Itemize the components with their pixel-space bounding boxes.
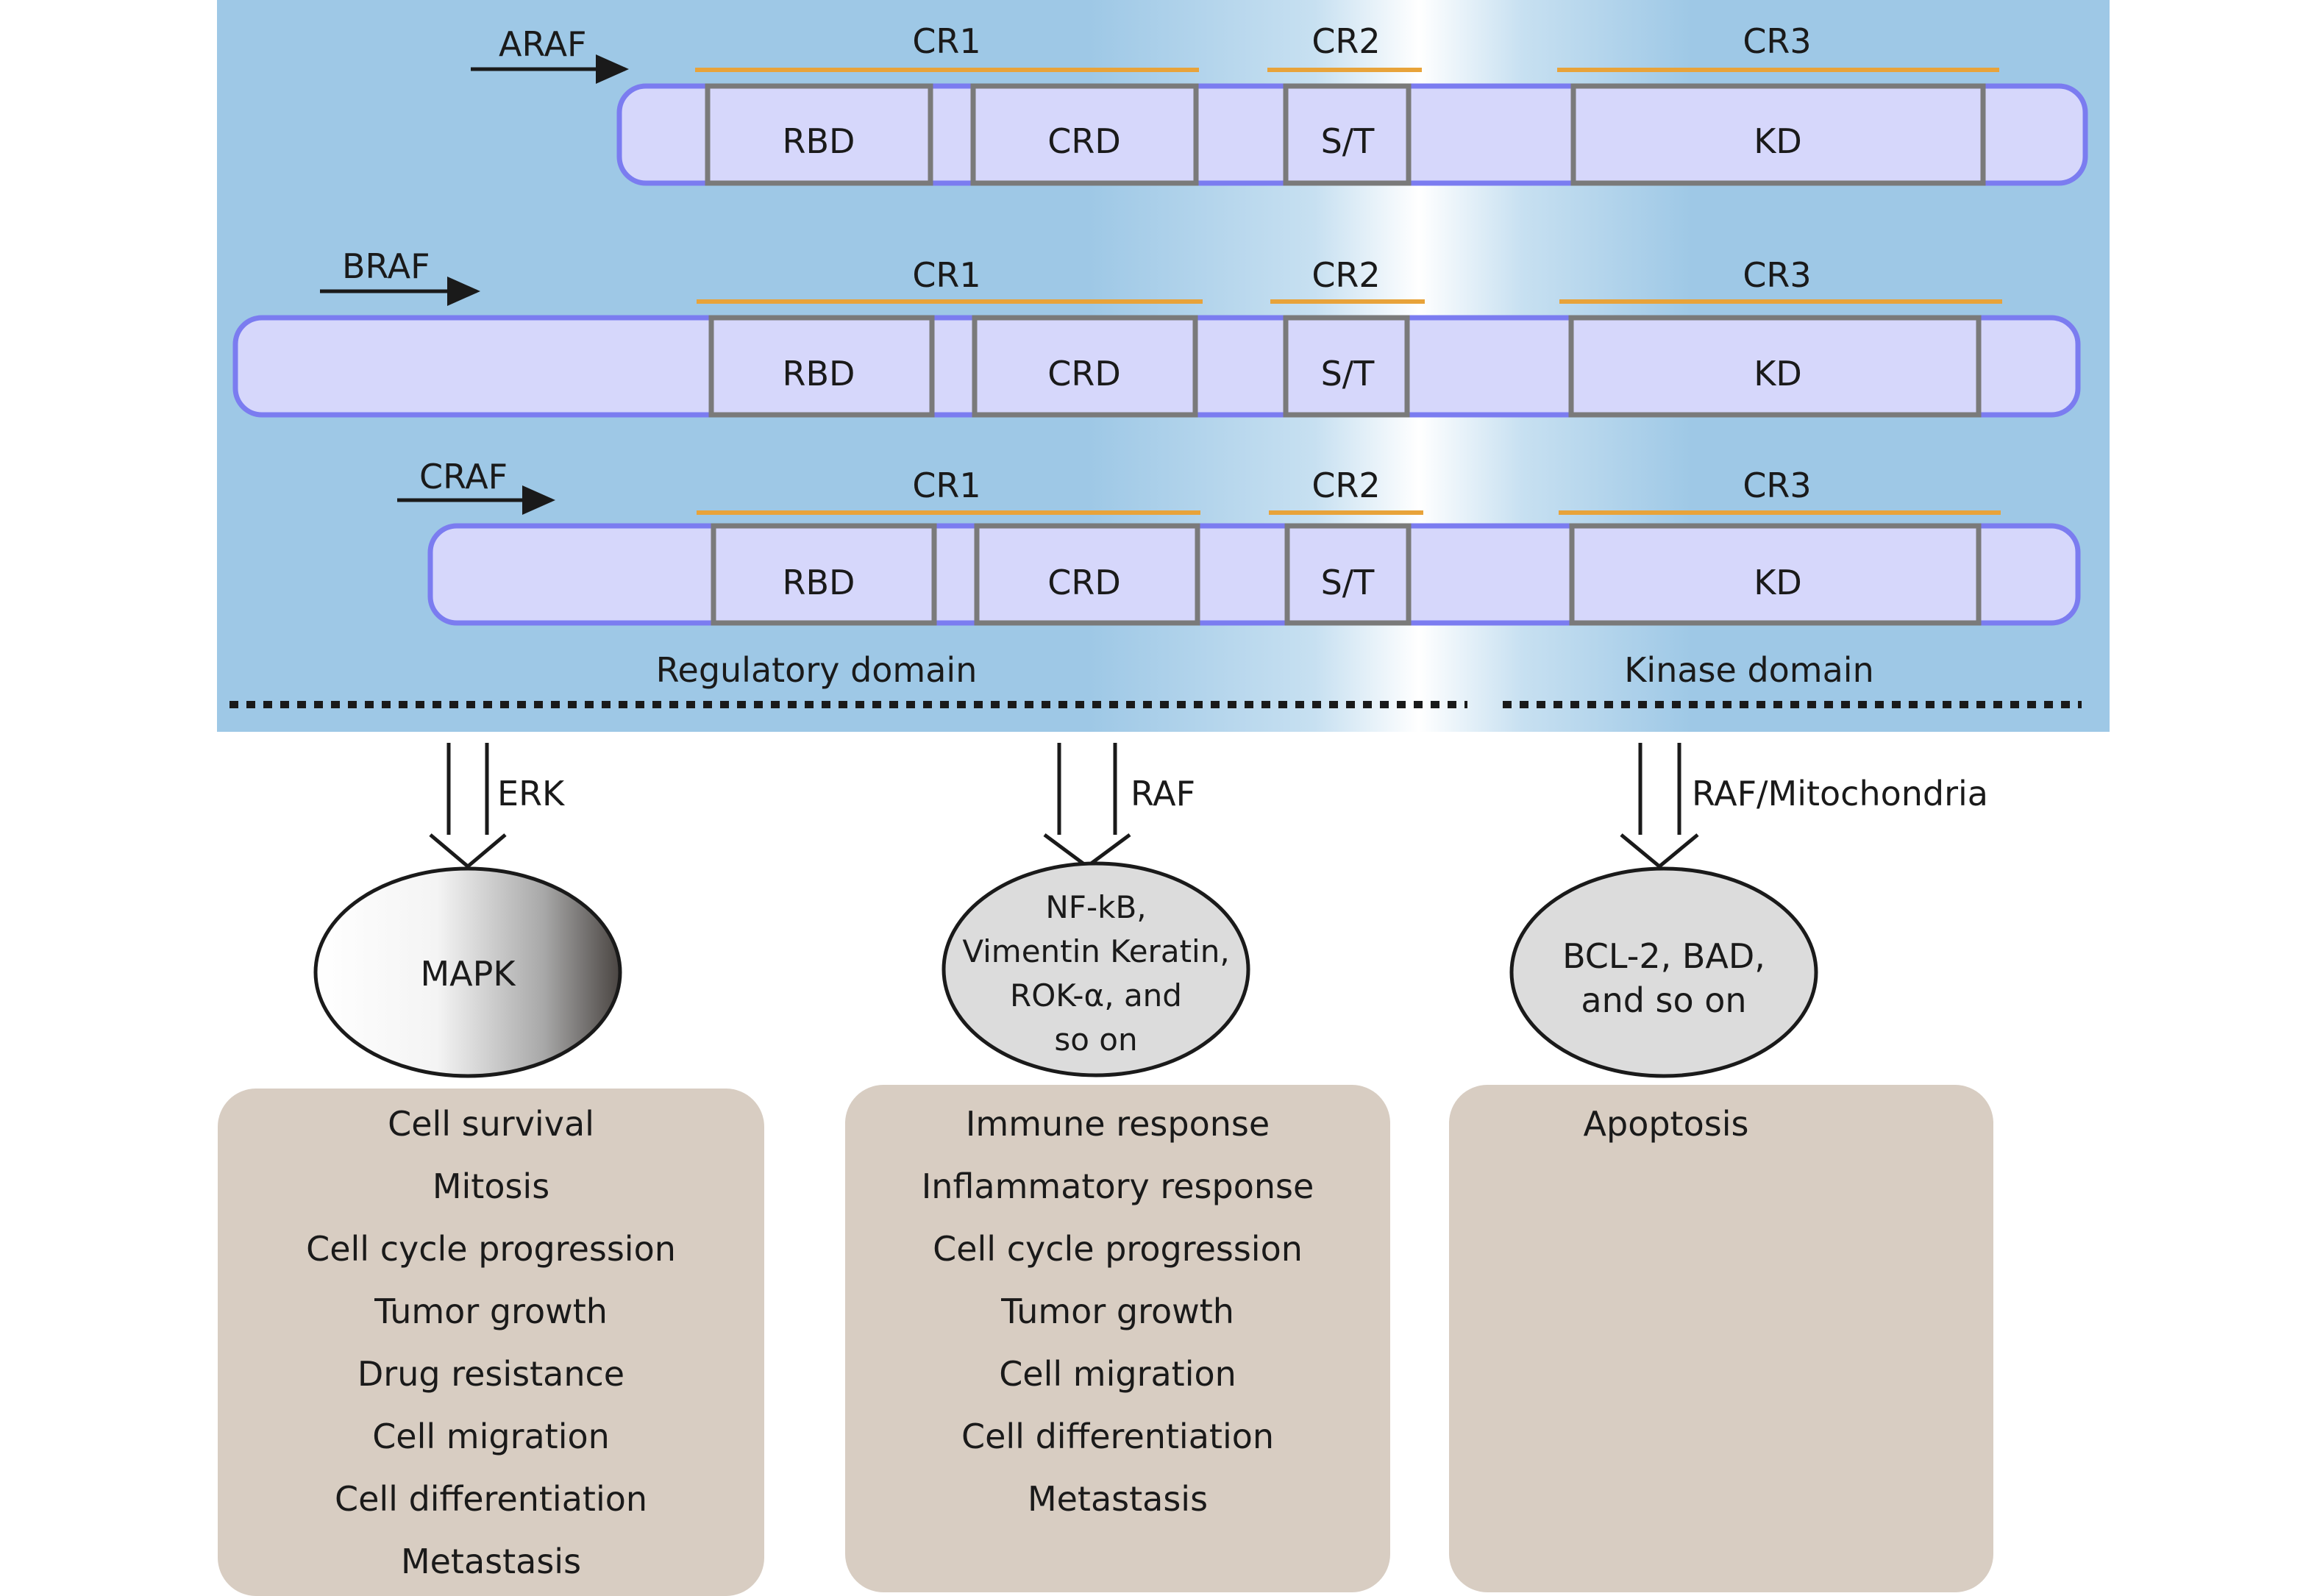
- outcome-item: Apoptosis: [1583, 1104, 1749, 1144]
- araf-crd-label: CRD: [1047, 121, 1121, 161]
- kinase-domain-label: Kinase domain: [1624, 650, 1873, 690]
- erk-outcomes-box: Cell survival Mitosis Cell cycle progres…: [218, 1089, 764, 1596]
- braf-rbd-label: RBD: [783, 354, 855, 393]
- outcome-item: Metastasis: [400, 1542, 582, 1581]
- outcome-item: Mitosis: [432, 1166, 550, 1206]
- braf-kd-label: KD: [1754, 354, 1802, 393]
- araf-kd-segment: [1570, 83, 1986, 186]
- nfkb-hub-line-4: so on: [1054, 1022, 1137, 1058]
- araf-cr3-label: CR3: [1743, 21, 1811, 61]
- araf-st-label: S/T: [1321, 121, 1375, 161]
- braf-st-label: S/T: [1321, 354, 1375, 393]
- craf-cr3-label: CR3: [1743, 466, 1811, 505]
- craf-rbd-label: RBD: [783, 563, 855, 602]
- braf-cr1-label: CR1: [912, 255, 980, 295]
- braf-kd-segment: [1568, 315, 1982, 418]
- outcome-item: Cell differentiation: [961, 1417, 1275, 1456]
- nfkb-hub: [942, 861, 1250, 1077]
- nfkb-hub-line-2: Vimentin Keratin,: [962, 933, 1229, 969]
- outcome-item: Inflammatory response: [921, 1166, 1314, 1206]
- erk-pathway-arrow: [429, 743, 507, 869]
- nfkb-hub-line-3: ROK-α, and: [1010, 977, 1182, 1013]
- outcome-item: Drug resistance: [357, 1354, 625, 1394]
- raf-outcomes-box: Immune response Inflammatory response Ce…: [845, 1085, 1390, 1592]
- mitochondria-arrow-label: RAF/Mitochondria: [1692, 774, 1988, 813]
- araf-cr1-label: CR1: [912, 21, 980, 61]
- braf-cr3-label: CR3: [1743, 255, 1811, 295]
- araf-st-segment: [1283, 83, 1412, 186]
- outcome-item: Tumor growth: [374, 1292, 608, 1331]
- craf-crd-label: CRD: [1047, 563, 1121, 602]
- braf-cr2-label: CR2: [1311, 255, 1380, 295]
- araf-cr2-label: CR2: [1311, 21, 1380, 61]
- braf-st-segment: [1283, 315, 1410, 418]
- craf-crd-segment: [974, 523, 1200, 626]
- raf-arrow-label: RAF: [1131, 774, 1195, 813]
- nfkb-hub-line-1: NF-kB,: [1045, 889, 1146, 925]
- braf-crd-segment: [972, 315, 1198, 418]
- outcome-item: Cell cycle progression: [933, 1229, 1303, 1269]
- araf-crd-segment: [970, 83, 1199, 186]
- araf-label: ARAF: [499, 24, 587, 64]
- craf-cr2-label: CR2: [1311, 466, 1380, 505]
- bcl2-hub-line-1: BCL-2, BAD,: [1562, 936, 1765, 976]
- erk-arrow-label: ERK: [497, 774, 566, 813]
- mapk-hub-label: MAPK: [420, 954, 516, 994]
- braf-row: BRAF CR1 CR2 CR3 RBD CRD S/T KD: [232, 246, 2081, 418]
- outcome-item: Cell migration: [999, 1354, 1236, 1394]
- outcome-item: Cell cycle progression: [306, 1229, 676, 1269]
- craf-protein-bar: [427, 523, 2081, 626]
- araf-kd-label: KD: [1754, 121, 1802, 161]
- braf-label: BRAF: [342, 246, 430, 286]
- araf-rbd-label: RBD: [783, 121, 855, 161]
- craf-kd-label: KD: [1754, 563, 1802, 602]
- apoptosis-outcomes-box: Apoptosis: [1449, 1085, 1993, 1592]
- craf-rbd-segment: [711, 523, 937, 626]
- outcome-item: Tumor growth: [1001, 1292, 1234, 1331]
- outcome-item: Immune response: [965, 1104, 1270, 1144]
- craf-cr1-label: CR1: [912, 466, 980, 505]
- outcome-item: Cell survival: [388, 1104, 594, 1144]
- outcome-item: Cell migration: [372, 1417, 610, 1456]
- outcome-item: Cell differentiation: [334, 1479, 648, 1519]
- mapk-hub: [313, 866, 622, 1078]
- regulatory-domain-label: Regulatory domain: [656, 650, 978, 690]
- craf-kd-segment: [1569, 523, 1982, 626]
- araf-rbd-segment: [705, 83, 933, 186]
- craf-label: CRAF: [419, 457, 508, 496]
- craf-st-segment: [1284, 523, 1412, 626]
- braf-crd-label: CRD: [1047, 354, 1121, 393]
- bcl2-hub: [1509, 866, 1818, 1078]
- bcl2-hub-line-2: and so on: [1581, 980, 1746, 1020]
- raf-pathway-arrow: [1043, 743, 1131, 869]
- craf-st-label: S/T: [1321, 563, 1375, 602]
- mitochondria-pathway-arrow: [1620, 743, 1699, 869]
- braf-rbd-segment: [708, 315, 935, 418]
- craf-row: CRAF CR1 CR2 CR3 RBD CRD S/T KD: [397, 457, 2081, 626]
- araf-row: ARAF CR1 CR2 CR3 RBD CRD S/T KD: [471, 21, 2088, 186]
- outcome-item: Metastasis: [1027, 1479, 1209, 1519]
